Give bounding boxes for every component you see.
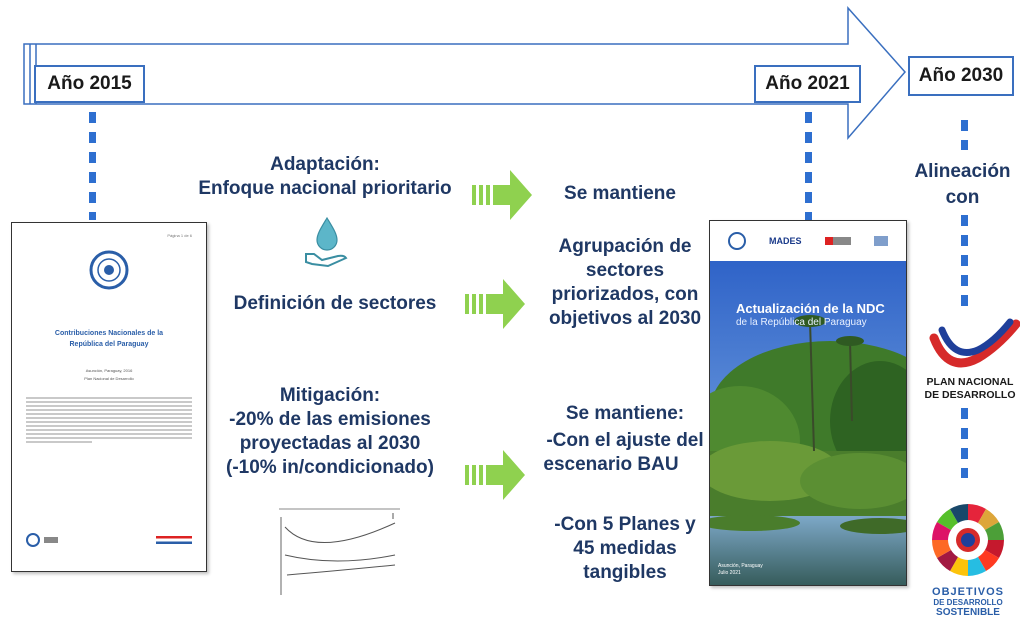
ods-label-line2: DE DESARROLLO [933,598,1003,607]
water-drop-hand-icon [305,216,348,268]
pnd-label-line2: DE DESARROLLO [924,389,1016,401]
grouping-line2: sectores [585,260,665,281]
keep-mitigation-line2: escenario BAU [543,454,679,475]
green-arrow-3 [465,450,525,500]
mitigation-title: Mitigación: [279,385,381,406]
grouping-line3: priorizados, con [551,284,699,305]
dotted-connector-2030-top [961,120,968,150]
cover-title: Actualización de la NDC [736,301,885,316]
cover-footer1: Asunción, Paraguay [718,563,763,569]
plan-nacional-logo-icon [929,318,1020,368]
cover-footer2: Julio 2021 [718,570,741,576]
doc-sub2: Plan Nacional de Desarrollo [84,376,134,381]
grouping-line1: Agrupación de [558,236,692,257]
ndc-2021-cover: MADES Actualización de la [709,220,907,586]
green-arrow-2 [465,279,525,329]
ods-label-line3: SOSTENIBLE [936,607,1000,618]
mades-logo: MADES [769,236,802,246]
dotted-connector-2030-low [961,408,968,478]
cover-subtitle: de la República del Paraguay [736,317,867,328]
plans-line3: tangibles [583,562,667,583]
plans-line2: 45 medidas [573,538,677,559]
doc-sub1: Asunción, Paraguay, 2016 [85,368,133,373]
grouping-line4: objetivos al 2030 [548,308,702,329]
forest-river-image [710,261,906,585]
alignment-line1: Alineación [914,161,1011,182]
keep-mitigation-title: Se mantiene: [565,403,685,424]
doc-title-line1: Contribuciones Nacionales de la [54,330,164,337]
plans-line1: -Con 5 Planes y [554,514,696,535]
ods-label-line1: OBJETIVOS [932,586,1004,598]
doc-page-label: Página 1 de 6 [167,233,192,238]
sdg-wheel-icon [932,504,1004,576]
green-arrow-1 [472,170,532,220]
year-2030-box: Año 2030 [908,56,1014,96]
keep-mitigation-line1: -Con el ajuste del [546,430,704,451]
doc-body-text [26,397,192,443]
dotted-connector-2021 [805,112,812,220]
sectors-definition: Definición de sectores [233,293,437,314]
mitigation-line1: -20% de las emisiones [229,409,431,430]
alignment-line2: con [945,187,980,208]
doc-footer-logos [26,533,192,547]
year-2015-box: Año 2015 [34,65,145,103]
ndc-2015-document: Página 1 de 6 Contribuciones Nacionales … [11,222,207,572]
timeline-arrow [23,6,906,141]
adaptation-title: Adaptación: [270,154,380,175]
paraguay-seal-icon [89,250,129,290]
mitigation-line2: proyectadas al 2030 [239,433,421,454]
dotted-connector-2015 [89,112,96,220]
cover-header: MADES [710,221,906,261]
adaptation-subtitle: Enfoque nacional prioritario [198,178,452,199]
doc-title-line2: República del Paraguay [69,341,149,348]
emissions-sketch [279,508,400,595]
keep-adaptation: Se mantiene [564,183,676,204]
year-2021-box: Año 2021 [754,65,861,103]
mitigation-line3: (-10% in/condicionado) [226,457,434,478]
dotted-connector-2030-mid [961,215,968,307]
pnd-label-line1: PLAN NACIONAL [926,376,1014,388]
